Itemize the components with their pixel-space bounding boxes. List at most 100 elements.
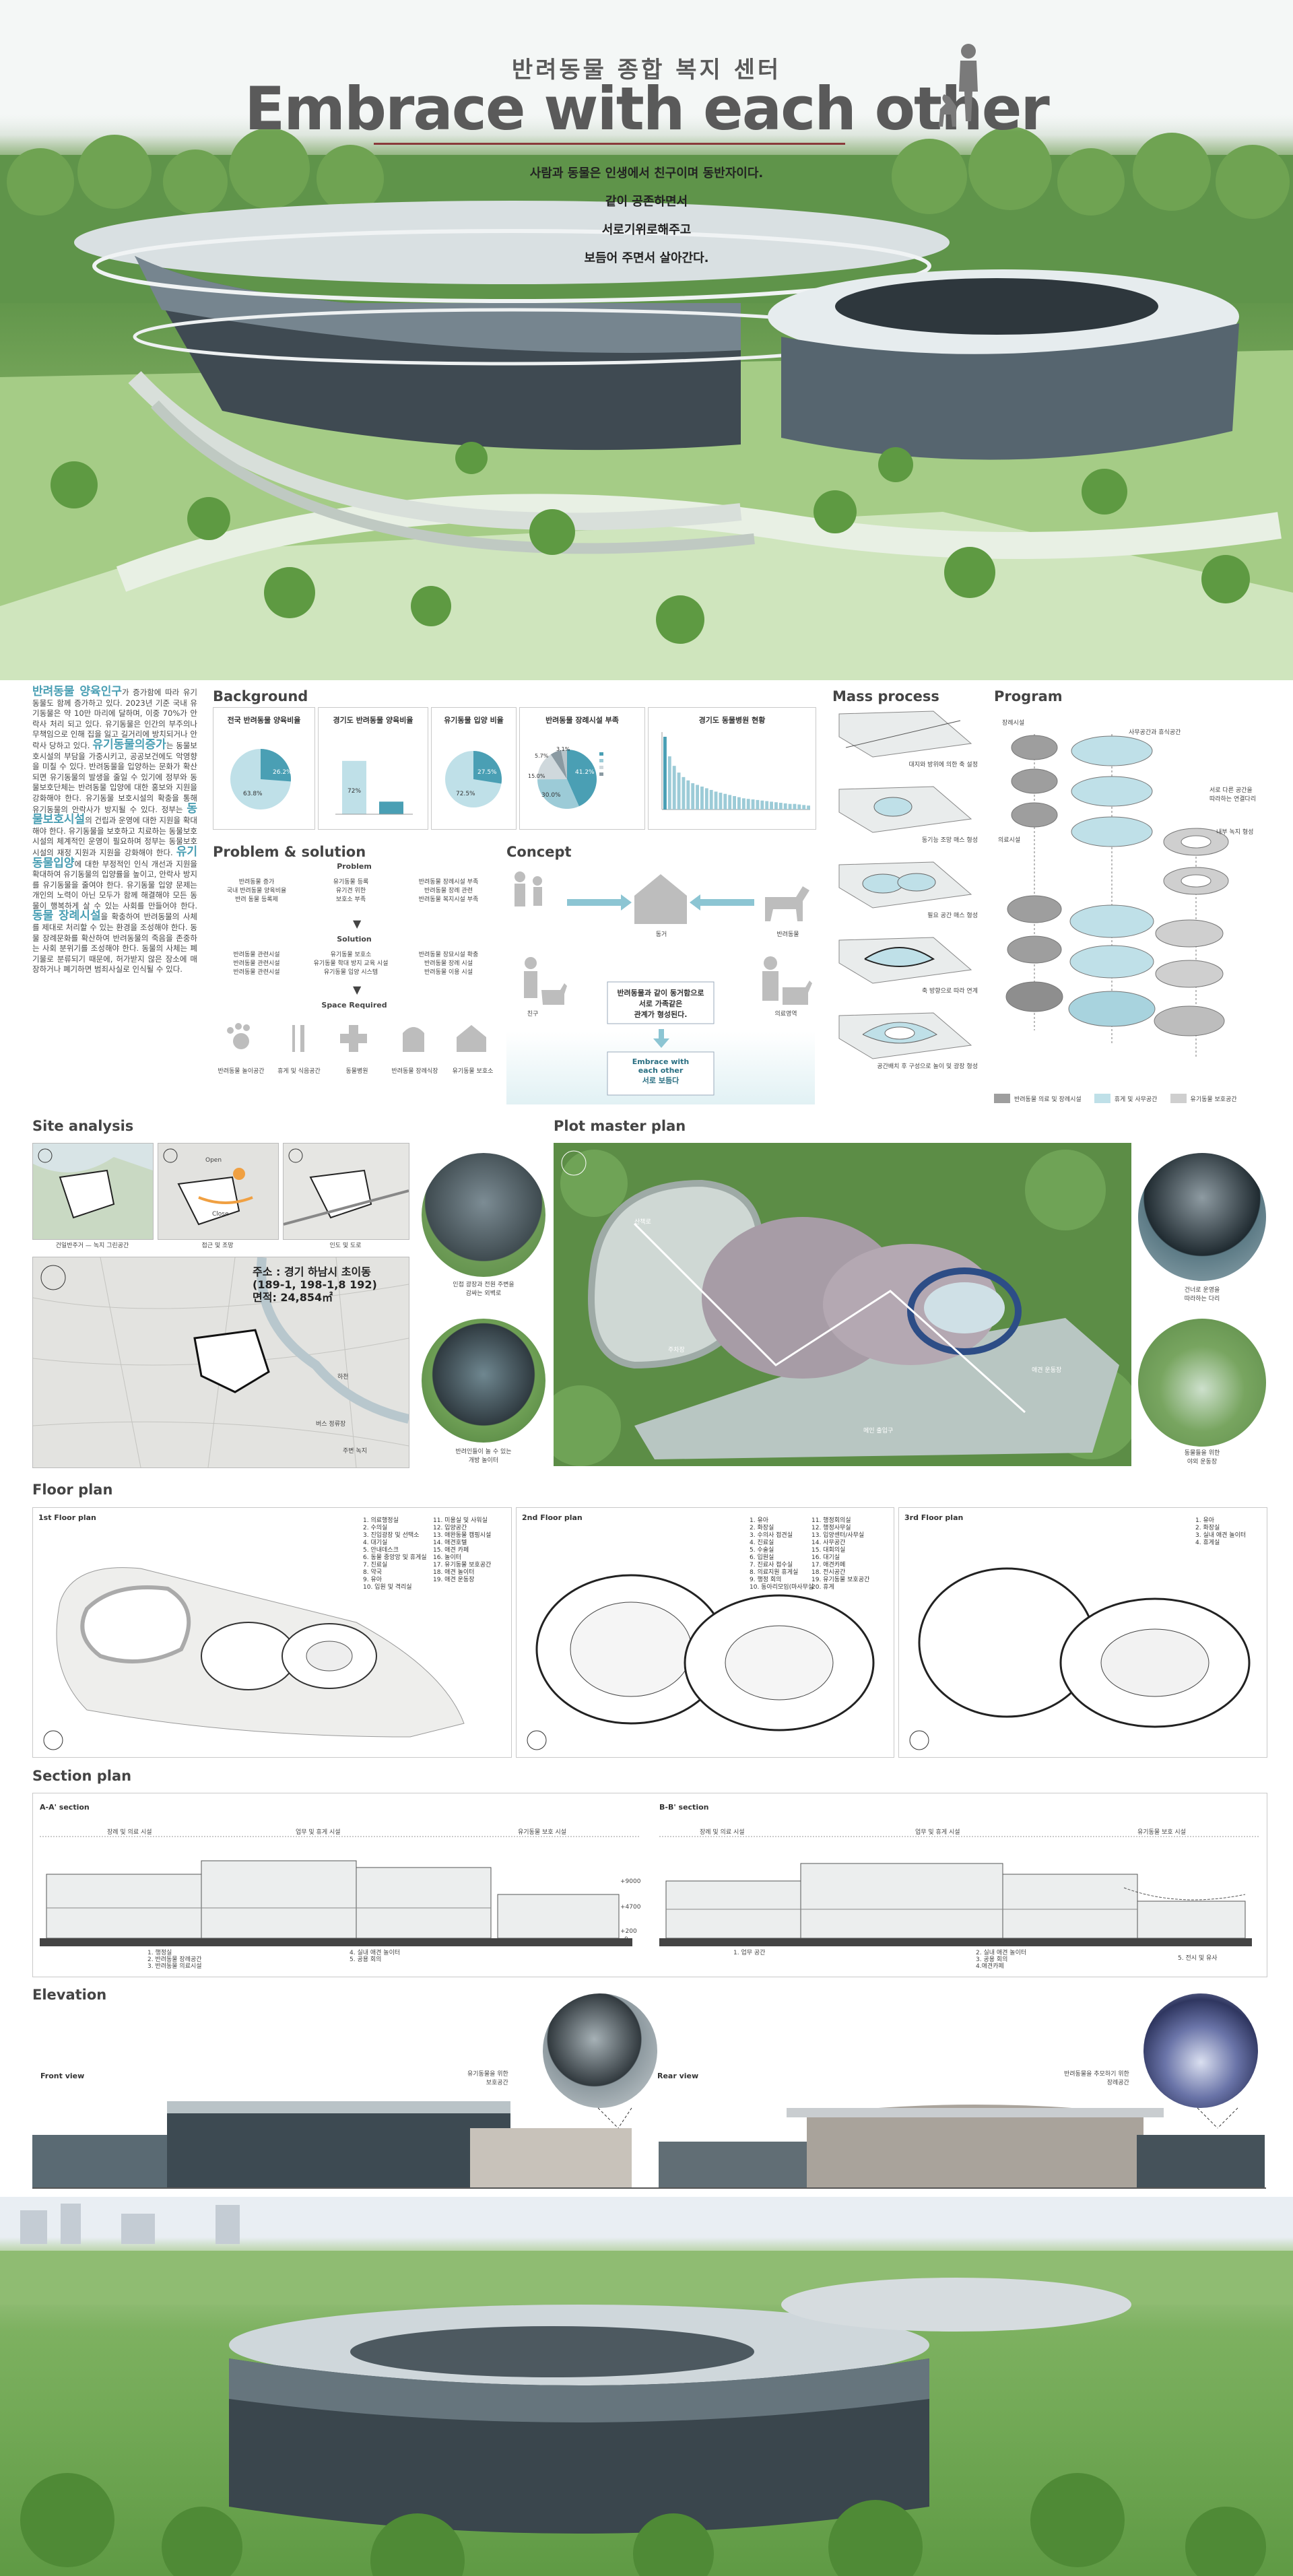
mass-step-label: 필요 공간 매스 형성 <box>927 913 978 919</box>
pie-chart: 41.2% 30.0% 15.0% 5.7% 3.1% <box>528 746 603 809</box>
pie-slices <box>537 750 597 809</box>
bar <box>778 803 783 810</box>
bar <box>714 791 718 810</box>
bar-label: 72% <box>347 788 361 795</box>
place-label: 버스 정류장 <box>316 1421 346 1428</box>
pie-chart: 27.5% 72.5% <box>445 751 502 807</box>
room-list: 11. 행정회의실 12. 행정사무실 13. 입양센터/사무실 14. 사무공… <box>811 1517 870 1591</box>
intro-highlight: 유기동물입양 <box>32 845 198 870</box>
space-label: 유기동물 보호소 <box>452 1068 494 1075</box>
solution-label: Solution <box>337 935 372 944</box>
section-name: A-A' section <box>40 1803 90 1812</box>
bar <box>677 772 681 810</box>
tombstone-icon <box>403 1027 424 1052</box>
space-label: 반려동물 놀이공간 <box>218 1068 265 1075</box>
chart-caption: 유기동물 입양 비율 <box>444 716 504 725</box>
medical-cross-icon <box>340 1025 367 1052</box>
intro-paragraph: 에 대한 부정적인 인식 개선과 지원을 확대하여 유기동물의 입양률을 높이고… <box>32 859 197 911</box>
pie-label: 26.2% <box>273 769 292 776</box>
mass-step-label: 공간배치 후 구성으로 놀이 및 광장 형성 <box>877 1063 978 1070</box>
bar <box>751 799 755 810</box>
bar <box>663 737 667 810</box>
bar <box>760 800 764 810</box>
intro-highlight: 유기동물의증가 <box>92 737 166 752</box>
program-label: 사무공간과 휴식공간 <box>1129 729 1181 736</box>
title-korean: 반려동물 종합 복지 센터 <box>511 57 782 84</box>
problem-label: Problem <box>337 862 372 871</box>
space-icons <box>227 1023 486 1052</box>
person-dog-logo-icon <box>939 44 978 127</box>
space-required-label: Space Required <box>321 1001 387 1010</box>
intro-highlight: 동물 장례시설 <box>32 909 101 923</box>
pie-label: 41.2% <box>575 769 595 776</box>
space-label: 휴게 및 식음공간 <box>277 1068 321 1075</box>
pie-slice <box>261 749 291 782</box>
program-label: 내부 녹지 형성 <box>1216 829 1254 836</box>
room-list: 11. 미용실 및 사워실 12. 입양공간 13. 애완동물 캠핑시설 14.… <box>433 1517 492 1583</box>
background-title: Background <box>213 688 308 704</box>
axis-line <box>845 720 961 748</box>
program-exploded-axonometric <box>1005 734 1229 1057</box>
legend-swatch <box>1170 1093 1187 1103</box>
bar <box>667 756 671 810</box>
plan-name: 3rd Floor plan <box>904 1513 964 1522</box>
legend-label: 유기동물 보호공간 <box>1190 1096 1237 1103</box>
rear-view-label: Rear view <box>657 2072 699 2080</box>
zone-label: 유기동물 보호 시설 <box>518 1829 566 1836</box>
subtitle-line: 같이 공존하면서 <box>605 195 688 209</box>
bar <box>686 780 690 810</box>
concept-result: Embrace with each other 서로 보듬다 <box>632 1057 690 1085</box>
pie-label: 15.0% <box>528 773 545 779</box>
program-legend: 반려동물 의료 및 장례시설 휴게 및 사무공간 유기동물 보호공간 <box>994 1091 1290 1104</box>
site-caption: 인접 광장과 전원 주변을 감싸는 외벽로 <box>453 1282 515 1297</box>
bar <box>802 805 806 810</box>
bar <box>741 798 745 810</box>
intro-paragraph: 을 확충하여 반려동물의 사체를 제대로 처리할 수 있는 환경을 조성해야 한… <box>32 912 197 975</box>
floor-plan-2f: 2nd Floor plan 1. 유아 2. 화장실 3. 수의사 접견실 4… <box>516 1507 894 1758</box>
bar <box>793 803 797 810</box>
elevation-note: 반려동물을 추모하기 위한 장례공간 <box>1064 2071 1129 2086</box>
arrow-down-icon: ▼ <box>353 983 362 996</box>
pie-legend <box>599 752 603 776</box>
bar <box>719 793 723 810</box>
place-label: 하천 <box>337 1374 349 1381</box>
subtitle-line: 서로기위로해주고 <box>601 223 692 237</box>
plan-drawing <box>527 1574 875 1750</box>
level-label: +9000 <box>620 1878 641 1885</box>
bar <box>709 789 713 810</box>
concept-result-box <box>607 1051 715 1096</box>
arrow-right-icon <box>567 894 632 911</box>
map-label: Open <box>205 1157 222 1164</box>
site-map-roads <box>283 1143 409 1240</box>
elevation-drawing <box>32 2101 1266 2189</box>
intro-paragraph: 의 건립과 운영에 대한 지원을 확대해야 한다. 유기동물을 보호하고 치료하… <box>32 816 197 857</box>
bar-chart <box>661 732 810 810</box>
bar <box>379 801 403 814</box>
bar <box>737 797 741 810</box>
bar <box>756 799 760 810</box>
section-note: 1. 행정실 2. 반려동물 장례공간 3. 반려동물 의료시설 <box>147 1950 202 1970</box>
section-note: 5. 전시 및 유사 <box>1178 1955 1218 1962</box>
plot-label: 산책로 <box>634 1219 651 1226</box>
zone-label: 유기동물 보호 시설 <box>1137 1829 1186 1836</box>
chart-caption: 전국 반려동물 양육비율 <box>227 716 301 725</box>
concept-title: Concept <box>506 844 572 860</box>
plan-name: 1st Floor plan <box>38 1513 96 1522</box>
plot-label: 주차장 <box>668 1347 685 1354</box>
section-note: 4. 실내 애견 놀이터 5. 공용 회의 <box>350 1950 401 1963</box>
bar-series <box>663 737 810 810</box>
vet-icon <box>762 956 812 1005</box>
problem-item: 반려동물 증가 국내 반려동물 양육비율 반려 동물 등록제 <box>226 879 287 903</box>
site-location-map: 주소 : 경기 하남시 초이동 (189-1, 198-1,8 192) 면적:… <box>32 1257 409 1468</box>
site-photo-circle <box>422 1153 545 1277</box>
plot-plan-illustration <box>554 1150 1131 1466</box>
zone-label: 장례 및 의료 시설 <box>107 1829 152 1836</box>
site-photo-circle <box>422 1319 545 1443</box>
room-list: 1. 유아 2. 화장실 3. 실내 애견 놀이터 4. 휴게실 <box>1195 1517 1247 1546</box>
concept-statement-box <box>607 981 715 1024</box>
bar <box>723 793 727 810</box>
problem-item: 유기동물 등록 유기견 위한 보호소 부족 <box>333 879 369 903</box>
chart-funeral-shortage: 반려동물 장례시설 부족 41.2% 30.0% 15.0% 5.7% 3.1% <box>519 707 645 830</box>
map-label: Close <box>212 1211 229 1218</box>
pie-label: 30.0% <box>541 792 561 799</box>
